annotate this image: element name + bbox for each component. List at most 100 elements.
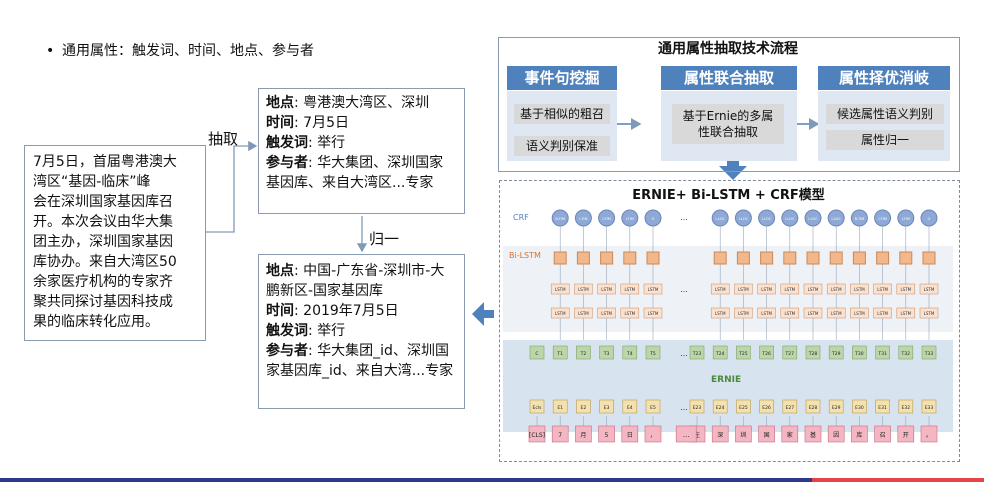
ernie-output-node-label: T27 xyxy=(785,351,795,357)
input-token xyxy=(897,425,915,443)
lstm-cell xyxy=(896,283,916,295)
embedding-node xyxy=(898,399,914,414)
embedding-node-label: E4 xyxy=(627,405,633,411)
participant-value: : 华大集团、深圳国家基因库、来自大湾区...专家 xyxy=(266,155,444,191)
input-token xyxy=(920,425,938,443)
embedding-node-label: E23 xyxy=(693,405,702,411)
ellipsis: ... xyxy=(680,349,688,358)
lstm-cell xyxy=(919,283,939,295)
lstm-cell xyxy=(710,307,730,319)
crf-tag: I-TIM xyxy=(879,217,887,221)
bilstm-out-node xyxy=(623,251,637,265)
ernie-output-node xyxy=(622,345,638,360)
model-panel xyxy=(499,180,960,462)
input-token xyxy=(758,425,775,443)
embedding-node xyxy=(759,399,774,414)
lstm-cell xyxy=(919,307,939,319)
lstm-cell xyxy=(896,307,916,319)
embedding-node-label: E2 xyxy=(581,405,587,411)
lstm-cell xyxy=(850,307,869,319)
lstm-cell xyxy=(550,283,570,295)
embedding-node-label: E30 xyxy=(855,405,864,411)
lstm-cell xyxy=(850,283,869,295)
input-token-label: 召 xyxy=(880,432,886,439)
input-token xyxy=(874,425,891,443)
embedding-node xyxy=(875,399,890,414)
lstm-text: LSTM xyxy=(578,311,589,316)
lstm-text: LSTM xyxy=(624,311,635,316)
input-token xyxy=(851,425,868,443)
lstm-text: LSTM xyxy=(784,311,795,316)
lstm-text: LSTM xyxy=(808,311,819,316)
input-token xyxy=(575,425,592,443)
lstm-text: LSTM xyxy=(877,287,888,292)
input-token-label: 库 xyxy=(856,431,862,439)
ernie-output-node xyxy=(689,345,705,360)
bottom-bar-accent xyxy=(812,478,984,482)
lstm-text: LSTM xyxy=(761,311,772,316)
bilstm-out-node xyxy=(553,251,567,265)
crf-tag: O xyxy=(928,217,931,221)
bullet-line: •通用属性：触发词、时间、地点、参与者 xyxy=(46,40,314,60)
time-key: 时间 xyxy=(266,303,294,319)
extraction-result-box: 地点: 粤港澳大湾区、深圳 时间: 7月5日 触发词: 举行 参与者: 华大集团… xyxy=(258,88,465,214)
crf-tag: O xyxy=(652,217,655,221)
input-token-label: ， xyxy=(650,432,656,439)
crf-tag: B-TIM xyxy=(555,217,565,221)
bullet-text: 通用属性：触发词、时间、地点、参与者 xyxy=(62,43,314,59)
input-token-label: 开 xyxy=(903,432,909,439)
ellipsis: ... xyxy=(680,285,688,294)
embedding-node-label: E24 xyxy=(716,405,725,411)
embedding-node xyxy=(622,399,638,414)
lstm-cell xyxy=(643,307,663,319)
lstm-text: LSTM xyxy=(648,311,659,316)
crf-tag: I-TIM xyxy=(902,217,910,221)
lstm-cell xyxy=(597,283,616,295)
input-token-label: 基 xyxy=(810,431,816,439)
source-line: 果的临床转化应用。 xyxy=(33,314,159,330)
ernie-output-node-label: T26 xyxy=(761,351,771,357)
embedding-node xyxy=(552,399,568,414)
ernie-output-node-label: T24 xyxy=(715,351,725,357)
embedding-node-label: E31 xyxy=(878,405,887,411)
time-value: : 7月5日 xyxy=(294,115,349,131)
ernie-output-node xyxy=(576,345,591,360)
embedding-node xyxy=(712,399,728,414)
flow-item: 基于Ernie的多属性联合抽取 xyxy=(672,104,784,144)
crf-tag: I-LOC xyxy=(762,217,772,221)
loc-key: 地点 xyxy=(266,263,294,279)
bilstm-out-node xyxy=(646,251,660,265)
ernie-output-node xyxy=(529,345,545,360)
lstm-cell xyxy=(620,283,640,295)
model-title: ERNIE+ Bi-LSTM + CRF模型 xyxy=(632,188,825,203)
input-token-label: 圳 xyxy=(740,431,746,439)
bilstm-out-node xyxy=(829,251,843,265)
embedding-node xyxy=(805,399,821,414)
source-line: 库协办。来自大湾区50 xyxy=(33,254,177,270)
bilstm-out-node xyxy=(783,251,797,265)
lstm-text: LSTM xyxy=(601,311,612,316)
embedding-node xyxy=(828,399,844,414)
ernie-output-node xyxy=(736,345,751,360)
loc-value: : 中国-广东省-深圳市-大鹏新区-国家基因库 xyxy=(266,263,445,299)
lstm-cell xyxy=(826,283,846,295)
crf-tag: I-LOC xyxy=(808,217,818,221)
input-token-label: 。 xyxy=(926,432,932,439)
input-token xyxy=(598,425,615,443)
ernie-output-node-label: T30 xyxy=(854,351,864,357)
input-token-label: 5 xyxy=(605,432,609,439)
crf-tag: I-LOC xyxy=(716,217,726,221)
lstm-cell xyxy=(780,307,800,319)
lstm-text: LSTM xyxy=(831,311,842,316)
input-token xyxy=(644,425,662,443)
flow-head-1: 事件句挖掘 xyxy=(507,66,617,90)
embedding-node xyxy=(736,399,751,414)
input-token xyxy=(675,425,697,443)
embedding-node-label: E29 xyxy=(832,405,841,411)
input-token-label: 国 xyxy=(764,432,770,439)
input-token xyxy=(528,425,546,443)
embedding-node xyxy=(529,399,545,414)
input-token xyxy=(621,425,639,443)
embedding-node-label: E33 xyxy=(925,405,934,411)
